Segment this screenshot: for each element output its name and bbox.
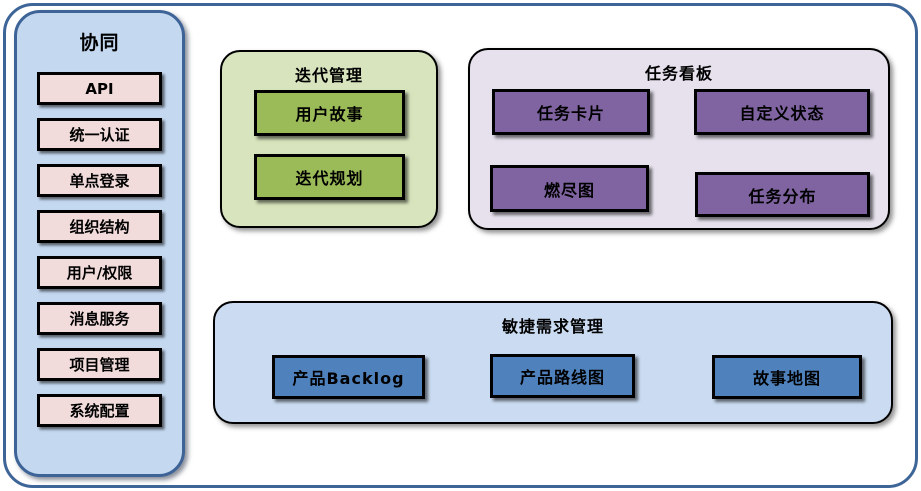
sidebar-item-api: API: [37, 72, 162, 105]
sidebar-item-project-management: 项目管理: [37, 348, 162, 381]
sidebar-item-single-sign-on: 单点登录: [37, 164, 162, 197]
node-iteration-planning: 迭代规划: [254, 154, 405, 200]
group-title-task-board: 任务看板: [644, 64, 713, 83]
sidebar-title: 协同: [79, 32, 120, 54]
group-task-board: 任务看板 任务卡片 自定义状态 燃尽图 任务分布: [468, 48, 890, 230]
node-task-distribution: 任务分布: [695, 172, 870, 217]
group-agile-requirements: 敏捷需求管理 产品Backlog 产品路线图 故事地图: [213, 301, 893, 424]
node-custom-status: 自定义状态: [694, 89, 870, 135]
sidebar-collaboration: 协同 API 统一认证 单点登录 组织结构 用户/权限 消息服务 项目管理 系统…: [14, 10, 185, 477]
sidebar-item-system-config: 系统配置: [37, 394, 162, 427]
group-title-iteration: 迭代管理: [294, 66, 363, 85]
node-user-story: 用户故事: [254, 90, 405, 136]
node-burndown-chart: 燃尽图: [490, 165, 649, 212]
sidebar-item-unified-auth: 统一认证: [37, 118, 162, 151]
sidebar-item-org-structure: 组织结构: [37, 210, 162, 243]
node-product-backlog: 产品Backlog: [272, 355, 425, 399]
sidebar-item-list: API 统一认证 单点登录 组织结构 用户/权限 消息服务 项目管理 系统配置: [37, 72, 162, 427]
node-story-map: 故事地图: [712, 355, 862, 399]
node-product-roadmap: 产品路线图: [490, 354, 635, 398]
sidebar-item-message-service: 消息服务: [37, 302, 162, 335]
group-iteration-management: 迭代管理 用户故事 迭代规划: [220, 50, 438, 228]
group-title-agile-requirements: 敏捷需求管理: [501, 317, 604, 336]
node-task-card: 任务卡片: [492, 89, 650, 135]
sidebar-item-user-permissions: 用户/权限: [37, 256, 162, 289]
